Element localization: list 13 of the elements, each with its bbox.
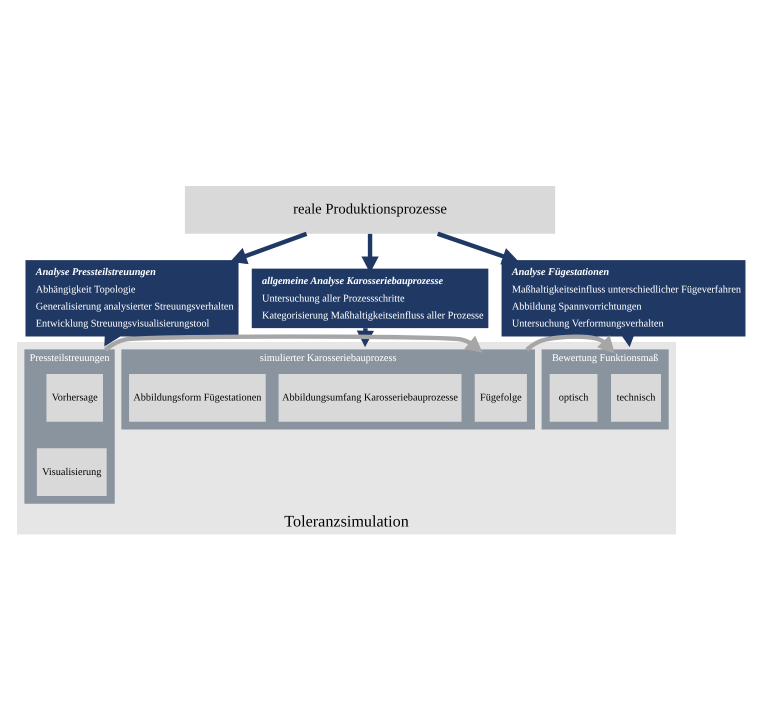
node-box: technisch bbox=[611, 374, 661, 422]
node-box: Abbildungsumfang Karosseriebauprozesse bbox=[278, 374, 462, 422]
node-box: allgemeine Analyse Karosseriebauprozesse Untersuchung aller Prozessschritte Kategorisierung Maßhaltigkeitseinfluss aller Prozesse bbox=[252, 268, 488, 328]
node-box: Abbildungsform Fügestationen bbox=[129, 374, 266, 422]
arrow bbox=[525, 334, 615, 354]
arrow bbox=[436, 232, 519, 264]
node-box: reale Produktionsprozesse bbox=[184, 186, 556, 234]
node-box: optisch bbox=[550, 374, 598, 422]
node-box: Fügefolge bbox=[474, 374, 527, 422]
arrow bbox=[230, 232, 308, 264]
node-box: Vorhersage bbox=[46, 374, 103, 422]
node-box: Analyse Pressteilstreuungen Abhängigkeit Topologie Generalisierung analysierter Streuungsverhalten Entwicklung Streuungsvisualisierungstool bbox=[25, 260, 239, 337]
node-box: Visualisierung bbox=[36, 448, 107, 496]
